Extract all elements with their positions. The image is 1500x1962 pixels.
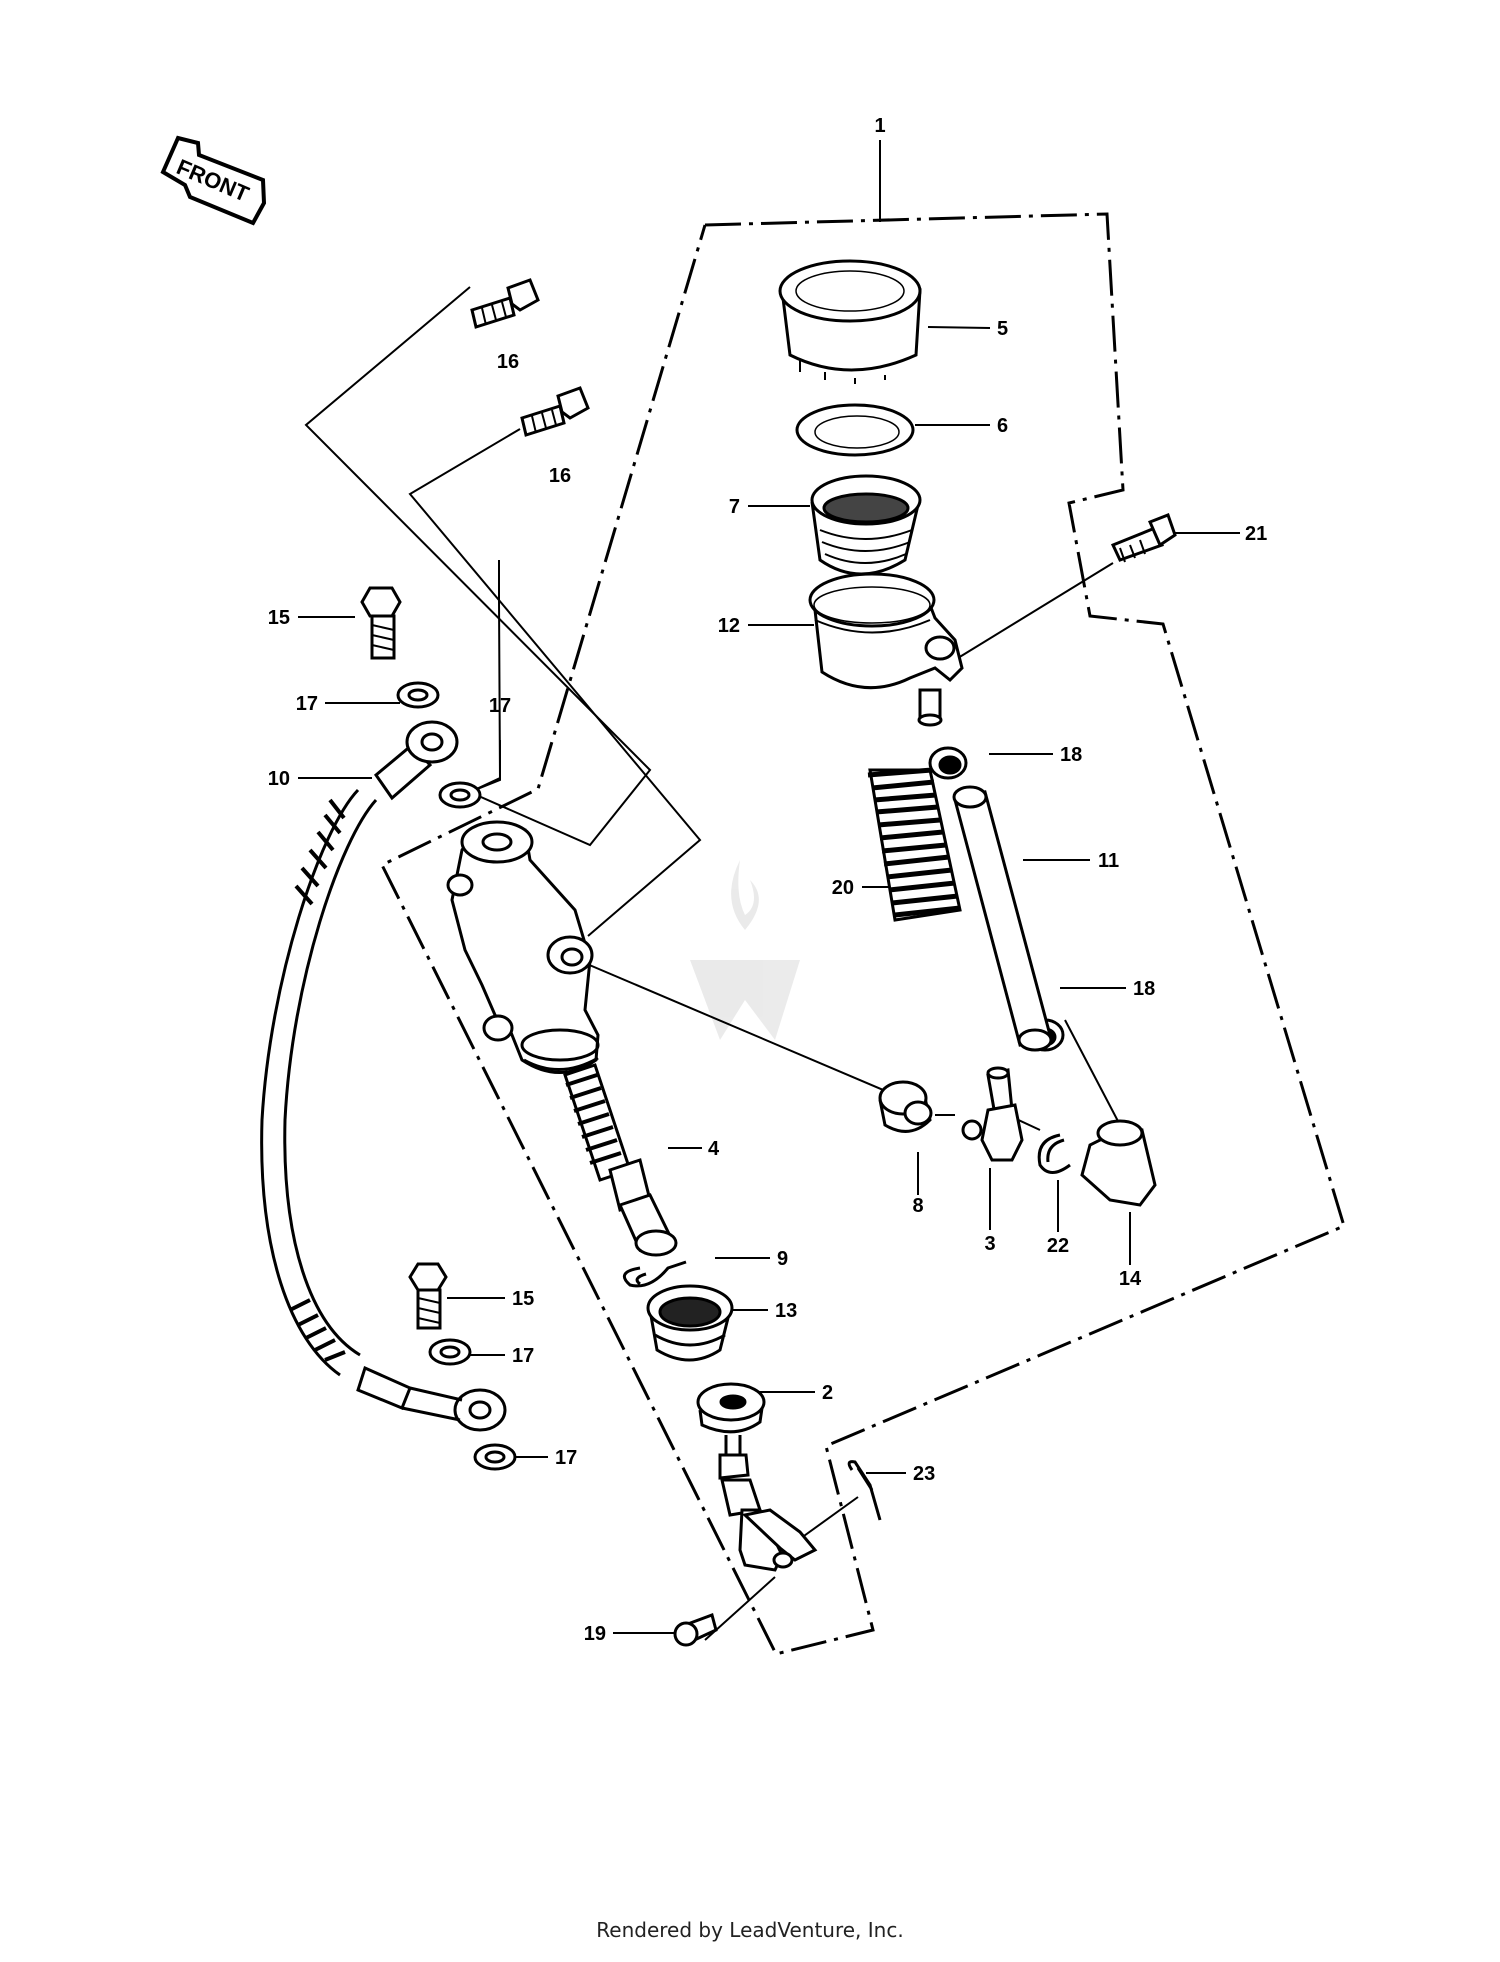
callout-15-lower: 15 — [512, 1288, 534, 1310]
master-cylinder-body — [446, 820, 600, 1074]
bolt-16-upper — [470, 278, 540, 329]
callout-1: 1 — [874, 115, 885, 137]
callout-17-upper-right: 17 — [489, 695, 511, 717]
reservoir-hose-11 — [952, 785, 1053, 1052]
clevis-pin-19 — [673, 1613, 718, 1647]
washer-17-c — [428, 1338, 472, 1366]
callout-22: 22 — [1047, 1235, 1069, 1257]
callout-labels: 1 5 6 7 12 21 16 16 15 17 17 10 18 11 20… — [268, 115, 1268, 1645]
callout-7: 7 — [729, 496, 740, 518]
callout-15-upper: 15 — [268, 607, 290, 629]
callout-13: 13 — [775, 1300, 797, 1322]
diaphragm-plate — [795, 403, 915, 457]
callout-18-upper: 18 — [1060, 744, 1082, 766]
callout-21: 21 — [1245, 523, 1267, 545]
diaphragm — [810, 474, 922, 576]
callout-11: 11 — [1098, 850, 1119, 872]
washer-17-b — [438, 781, 482, 809]
watermark-logo-icon — [690, 860, 800, 1040]
bolt-16-lower — [520, 386, 590, 437]
footer-credit: Rendered by LeadVenture, Inc. — [596, 1918, 904, 1942]
banjo-bolt-15-lower — [408, 1262, 448, 1330]
front-arrow-icon: FRONT — [160, 135, 267, 226]
callout-17-lower-a: 17 — [512, 1345, 534, 1367]
spring-20 — [867, 767, 962, 922]
callout-4: 4 — [708, 1138, 720, 1160]
hose-clamp-18-upper — [928, 746, 968, 780]
reservoir-body — [808, 572, 964, 727]
washer-17-a — [396, 681, 440, 709]
reservoir-cap — [778, 259, 922, 384]
callout-20: 20 — [832, 877, 854, 899]
callout-19: 19 — [584, 1623, 606, 1645]
callout-2: 2 — [822, 1382, 833, 1404]
callout-17-upper-left: 17 — [296, 693, 318, 715]
callout-10: 10 — [268, 768, 290, 790]
circlip-22 — [1037, 1133, 1071, 1174]
callout-14: 14 — [1119, 1268, 1142, 1290]
piston-assembly — [563, 1063, 678, 1257]
brake-hose — [260, 720, 507, 1432]
callout-3: 3 — [984, 1233, 995, 1255]
callout-16-upper: 16 — [497, 351, 519, 373]
callout-6: 6 — [997, 415, 1008, 437]
grommet-8 — [878, 1080, 933, 1133]
callout-9: 9 — [777, 1248, 788, 1270]
boot-13 — [646, 1284, 734, 1362]
leader-lines — [298, 140, 1240, 1641]
retaining-clip-9 — [622, 1260, 687, 1288]
cotter-pin-23 — [847, 1460, 882, 1521]
callout-12: 12 — [718, 615, 740, 637]
callout-17-lower-b: 17 — [555, 1447, 577, 1469]
callout-23: 23 — [913, 1463, 935, 1485]
callout-16-lower: 16 — [549, 465, 571, 487]
fitting-3 — [961, 1066, 1024, 1162]
assembly-boundary-outline — [379, 212, 1346, 1656]
callout-8: 8 — [912, 1195, 923, 1217]
elbow-14 — [1080, 1119, 1157, 1207]
washer-17-d — [473, 1443, 517, 1471]
banjo-bolt-15-upper — [360, 586, 402, 660]
push-rod-2 — [696, 1382, 818, 1572]
callout-18-lower: 18 — [1133, 978, 1155, 1000]
screw-21 — [1110, 513, 1177, 563]
callout-5: 5 — [997, 318, 1008, 340]
